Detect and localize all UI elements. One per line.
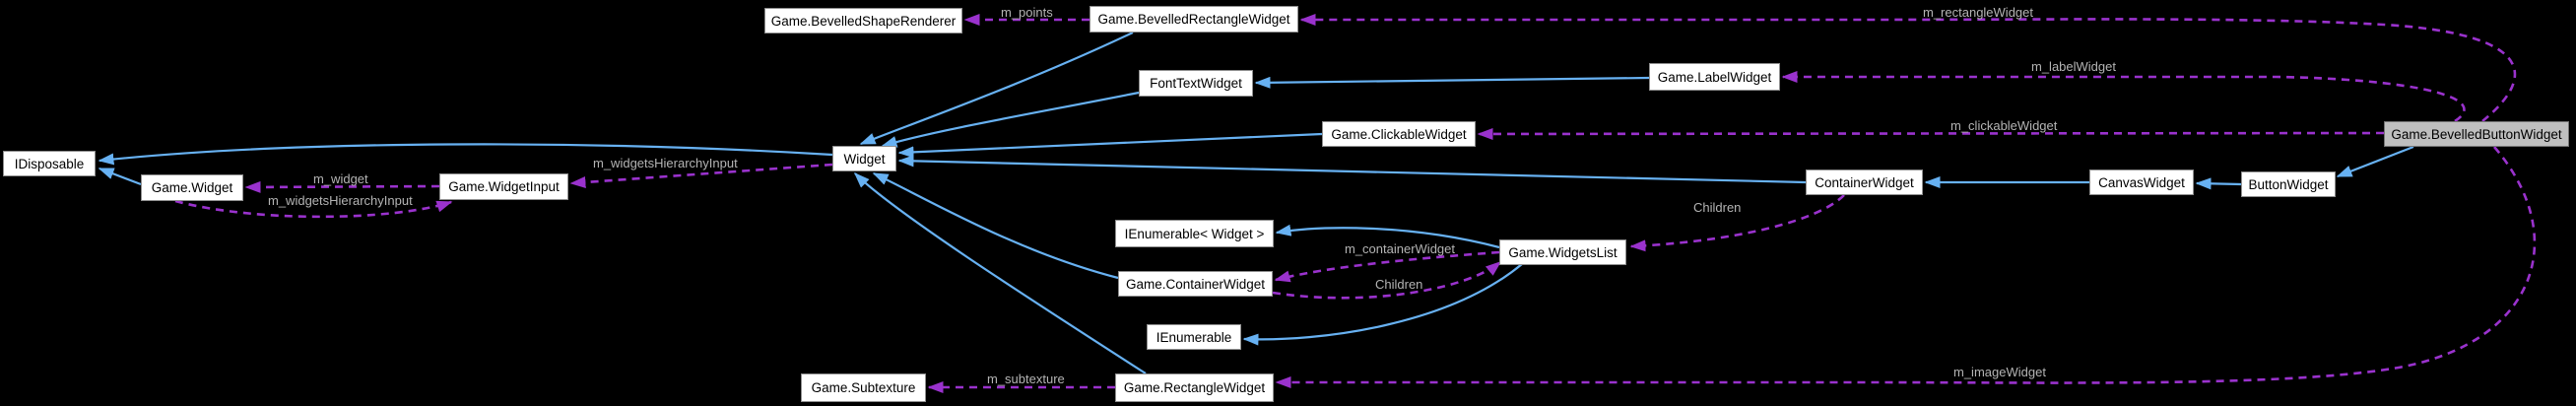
node-widget[interactable]: Widget (832, 146, 896, 171)
node-game-rectangle-widget[interactable]: Game.RectangleWidget (1115, 373, 1274, 402)
edge-game-bevelled-button-widget-to-game-label-widget (1781, 71, 2466, 123)
edge-game-container-widget-to-widget (872, 172, 1119, 280)
edge-game-clickable-widget-to-widget (897, 132, 1323, 159)
edge-container-widget-to-widget (897, 155, 1807, 184)
edge-game-widget-to-idisposable (98, 167, 142, 186)
node-game-bevelled-shape-renderer[interactable]: Game.BevelledShapeRenderer (764, 8, 962, 34)
node-button-widget[interactable]: ButtonWidget (2241, 171, 2336, 197)
edge-game-container-widget-to-game-widgets-list (1272, 260, 1502, 300)
node-ienumerable-widget[interactable]: IEnumerable< Widget > (1115, 220, 1274, 247)
edge-game-bevelled-button-widget-to-button-widget (2336, 145, 2414, 178)
edge-game-widgets-list-to-ienumerable-widget (1275, 224, 1500, 249)
node-game-subtexture[interactable]: Game.Subtexture (801, 373, 926, 402)
node-game-clickable-widget[interactable]: Game.ClickableWidget (1322, 121, 1476, 147)
edge-game-bevelled-button-widget-to-game-bevelled-rectangle-widget (1299, 14, 2517, 123)
node-game-widget-input[interactable]: Game.WidgetInput (439, 173, 568, 200)
edge-widget-to-idisposable (98, 143, 833, 166)
node-ienumerable[interactable]: IEnumerable (1147, 324, 1241, 350)
node-game-container-widget[interactable]: Game.ContainerWidget (1118, 271, 1273, 297)
edge-game-widgets-list-to-game-container-widget (1274, 250, 1500, 283)
edge-container-widget-to-game-widgets-list (1629, 194, 1845, 252)
edge-game-bevelled-rectangle-widget-to-widget (859, 32, 1134, 146)
edge-game-bevelled-button-widget-to-game-rectangle-widget (1275, 146, 2537, 388)
node-game-widgets-list[interactable]: Game.WidgetsList (1499, 239, 1626, 265)
node-game-bevelled-button-widget: Game.BevelledButtonWidget (2384, 121, 2569, 147)
edge-game-widget-to-game-widget-input (174, 199, 453, 219)
edge-game-widgets-list-to-ienumerable (1242, 263, 1523, 346)
edge-widget-to-game-widget-input (569, 163, 833, 188)
edge-button-widget-to-canvas-widget (2195, 177, 2242, 190)
edge-game-rectangle-widget-to-widget (853, 171, 1147, 374)
node-container-widget[interactable]: ContainerWidget (1806, 169, 1923, 195)
node-canvas-widget[interactable]: CanvasWidget (2089, 169, 2194, 195)
node-font-text-widget[interactable]: FontTextWidget (1139, 70, 1253, 97)
edge-game-bevelled-button-widget-to-game-clickable-widget (1477, 127, 2385, 140)
node-game-widget[interactable]: Game.Widget (141, 174, 243, 201)
node-game-bevelled-rectangle-widget[interactable]: Game.BevelledRectangleWidget (1090, 6, 1298, 33)
edge-game-label-widget-to-font-text-widget (1254, 76, 1650, 89)
edge-font-text-widget-to-widget (881, 91, 1140, 148)
node-idisposable[interactable]: IDisposable (3, 151, 96, 176)
node-game-label-widget[interactable]: Game.LabelWidget (1649, 63, 1780, 91)
edge-game-widget-input-to-game-widget (244, 180, 440, 193)
